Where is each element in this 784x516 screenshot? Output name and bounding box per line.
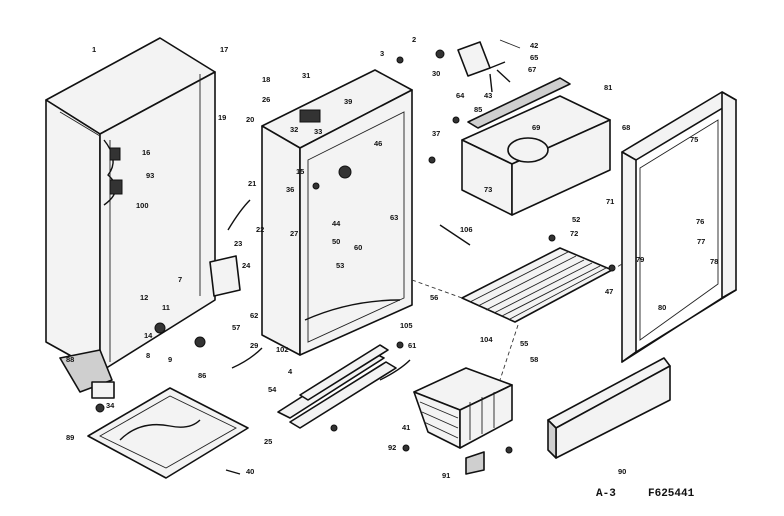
- callout-64: 64: [456, 91, 465, 100]
- callout-79: 79: [636, 255, 644, 264]
- callout-56: 56: [430, 293, 438, 302]
- callout-30: 30: [432, 69, 440, 78]
- callout-31: 31: [302, 71, 310, 80]
- callout-29: 29: [250, 341, 258, 350]
- callout-24: 24: [242, 261, 251, 270]
- callout-68: 68: [622, 123, 630, 132]
- diagram-code: F625441: [648, 488, 695, 500]
- callout-92: 92: [388, 443, 396, 452]
- callout-40: 40: [246, 467, 254, 476]
- fan-assembly: [457, 39, 521, 93]
- slide-rails: [277, 344, 411, 429]
- callout-90: 90: [618, 467, 626, 476]
- callout-27: 27: [290, 229, 298, 238]
- callout-19: 19: [218, 113, 226, 122]
- callout-61: 61: [408, 341, 416, 350]
- callout-39: 39: [344, 97, 352, 106]
- evaporator-cover: [461, 77, 611, 216]
- callout-88: 88: [66, 355, 74, 364]
- callout-33: 33: [314, 127, 322, 136]
- callout-63: 63: [390, 213, 398, 222]
- callout-71: 71: [606, 197, 614, 206]
- callout-54: 54: [268, 385, 277, 394]
- callout-77: 77: [697, 237, 705, 246]
- callout-55: 55: [520, 339, 528, 348]
- callout-34: 34: [106, 401, 115, 410]
- callout-52: 52: [572, 215, 580, 224]
- alignment-lines: [411, 263, 623, 381]
- callout-81: 81: [604, 83, 612, 92]
- callout-14: 14: [144, 331, 153, 340]
- callout-93: 93: [146, 171, 154, 180]
- callout-37: 37: [432, 129, 440, 138]
- callout-22: 22: [256, 225, 264, 234]
- callout-43: 43: [484, 91, 492, 100]
- callout-8: 8: [146, 351, 150, 360]
- callout-75: 75: [690, 135, 698, 144]
- cabinet-shell: [45, 37, 216, 373]
- callout-105: 105: [400, 321, 413, 330]
- callout-67: 67: [528, 65, 536, 74]
- callout-21: 21: [248, 179, 256, 188]
- callout-25: 25: [264, 437, 272, 446]
- callout-72: 72: [570, 229, 578, 238]
- callout-32: 32: [290, 125, 298, 134]
- callout-57: 57: [232, 323, 240, 332]
- callout-20: 20: [246, 115, 254, 124]
- callout-46: 46: [374, 139, 382, 148]
- callout-85: 85: [474, 105, 482, 114]
- callout-16: 16: [142, 148, 150, 157]
- callout-78: 78: [710, 257, 718, 266]
- callout-65: 65: [530, 53, 538, 62]
- callout-23: 23: [234, 239, 242, 248]
- callout-58: 58: [530, 355, 538, 364]
- callout-53: 53: [336, 261, 344, 270]
- callout-44: 44: [332, 219, 341, 228]
- callout-86: 86: [198, 371, 206, 380]
- callout-7: 7: [178, 275, 182, 284]
- callout-80: 80: [658, 303, 666, 312]
- callout-36: 36: [286, 185, 294, 194]
- wire-shelf: [461, 247, 613, 323]
- callout-60: 60: [354, 243, 362, 252]
- hardware-bits: [330, 49, 616, 475]
- base-pan: [87, 387, 249, 479]
- callout-73: 73: [484, 185, 492, 194]
- callout-11: 11: [162, 303, 170, 312]
- callout-76: 76: [696, 217, 704, 226]
- callout-42: 42: [530, 41, 538, 50]
- callout-47: 47: [605, 287, 613, 296]
- base-grille: [547, 357, 671, 459]
- callout-12: 12: [140, 293, 148, 302]
- callout-62: 62: [250, 311, 258, 320]
- callout-89: 89: [66, 433, 74, 442]
- callout-41: 41: [402, 423, 410, 432]
- page-reference: A-3: [596, 488, 616, 500]
- callout-2: 2: [412, 35, 416, 44]
- callout-104: 104: [480, 335, 493, 344]
- callout-102: 102: [276, 345, 289, 354]
- callout-18: 18: [262, 75, 270, 84]
- callout-4: 4: [288, 367, 293, 376]
- wire-basket: [413, 367, 513, 449]
- cabinet-liner: [261, 69, 413, 356]
- callout-69: 69: [532, 123, 540, 132]
- callout-17: 17: [220, 45, 228, 54]
- callout-100: 100: [136, 201, 149, 210]
- machine-parts: [59, 199, 471, 475]
- callout-106: 106: [460, 225, 473, 234]
- callout-91: 91: [442, 471, 450, 480]
- callout-1: 1: [92, 45, 96, 54]
- callout-3: 3: [380, 49, 384, 58]
- door-gasket-frame: [621, 91, 737, 363]
- callout-50: 50: [332, 237, 340, 246]
- callout-15: 15: [296, 167, 304, 176]
- callout-26: 26: [262, 95, 270, 104]
- callout-9: 9: [168, 355, 172, 364]
